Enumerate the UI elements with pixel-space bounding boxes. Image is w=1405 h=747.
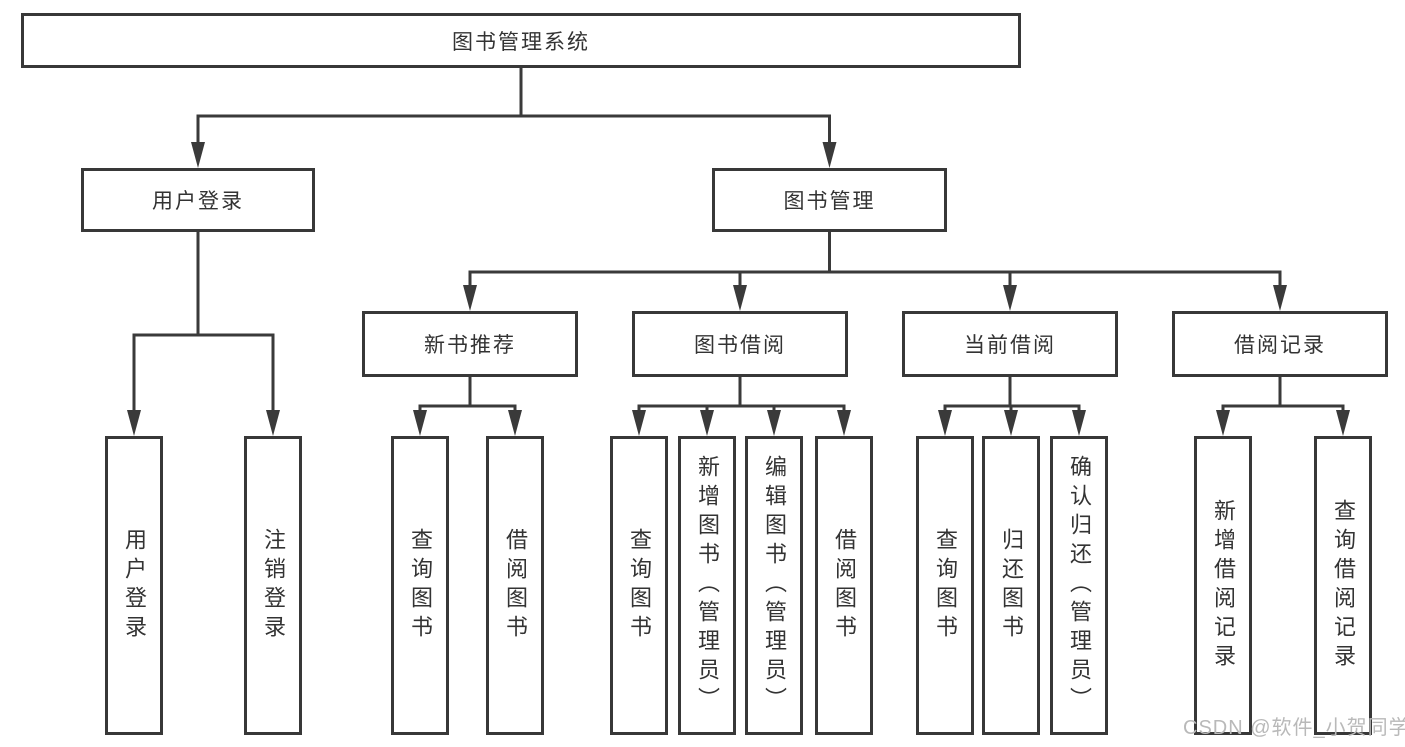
arrowhead-icon [1003,285,1017,311]
arrowhead-icon [837,410,851,436]
node-label: 查询图书 [408,527,433,644]
node-confirm-return-admin: 确认归还（管理员） [1050,436,1108,735]
arrowhead-icon [700,410,714,436]
arrowhead-icon [1072,410,1086,436]
node-label: 当前借阅 [964,334,1056,357]
node-label: 新增图书（管理员） [695,455,720,716]
arrowhead-icon [822,142,837,168]
node-add-book-admin: 新增图书（管理员） [678,436,736,735]
arrowhead-icon [938,410,952,436]
arrowhead-icon [191,142,205,168]
arrowhead-icon [1004,410,1018,436]
node-label: 新书推荐 [424,334,516,357]
node-query-books-recommend: 查询图书 [391,436,449,735]
node-borrow-books-borrowing: 借阅图书 [815,436,873,735]
node-borrowing-records: 借阅记录 [1172,311,1388,377]
arrowhead-icon [767,410,781,436]
node-book-borrowing: 图书借阅 [632,311,848,377]
node-label: 查询图书 [933,527,958,644]
arrowhead-icon [1216,410,1230,436]
node-edit-book-admin: 编辑图书（管理员） [745,436,803,735]
node-new-book-recommendation: 新书推荐 [362,311,578,377]
node-label: 图书借阅 [694,334,786,357]
node-label: 借阅图书 [832,527,857,644]
node-query-borrow-record: 查询借阅记录 [1314,436,1372,735]
node-label: 用户登录 [152,190,244,213]
node-user-login-leaf: 用户登录 [105,436,163,735]
node-borrow-books-recommend: 借阅图书 [486,436,544,735]
node-label: 编辑图书（管理员） [762,455,787,716]
node-book-management: 图书管理 [712,168,947,232]
node-library-system: 图书管理系统 [21,13,1021,68]
node-label: 查询图书 [627,527,652,644]
node-label: 借阅记录 [1234,334,1326,357]
node-return-books: 归还图书 [982,436,1040,735]
arrowhead-icon [413,410,427,436]
arrowhead-icon [266,410,280,436]
arrowhead-icon [1273,285,1287,311]
node-label: 图书管理 [783,190,876,213]
node-label: 用户登录 [122,527,147,644]
arrowhead-icon [733,285,747,311]
node-label: 归还图书 [999,527,1024,644]
arrowhead-icon [1336,410,1350,436]
node-add-borrow-record: 新增借阅记录 [1194,436,1252,735]
arrowhead-icon [508,410,522,436]
csdn-watermark: CSDN @软件_小贺同学 [1183,717,1405,739]
node-current-borrowing: 当前借阅 [902,311,1118,377]
node-label: 确认归还（管理员） [1067,455,1092,716]
node-query-books-borrowing: 查询图书 [610,436,668,735]
node-label: 图书管理系统 [452,30,590,54]
node-label: 查询借阅记录 [1331,498,1356,673]
arrowhead-icon [463,285,477,311]
node-query-books-current: 查询图书 [916,436,974,735]
arrowhead-icon [632,410,646,436]
node-label: 注销登录 [261,527,286,644]
node-label: 新增借阅记录 [1211,498,1236,673]
arrowhead-icon [127,410,141,436]
node-logout-leaf: 注销登录 [244,436,302,735]
node-label: 借阅图书 [503,527,528,644]
node-user-login: 用户登录 [81,168,315,232]
